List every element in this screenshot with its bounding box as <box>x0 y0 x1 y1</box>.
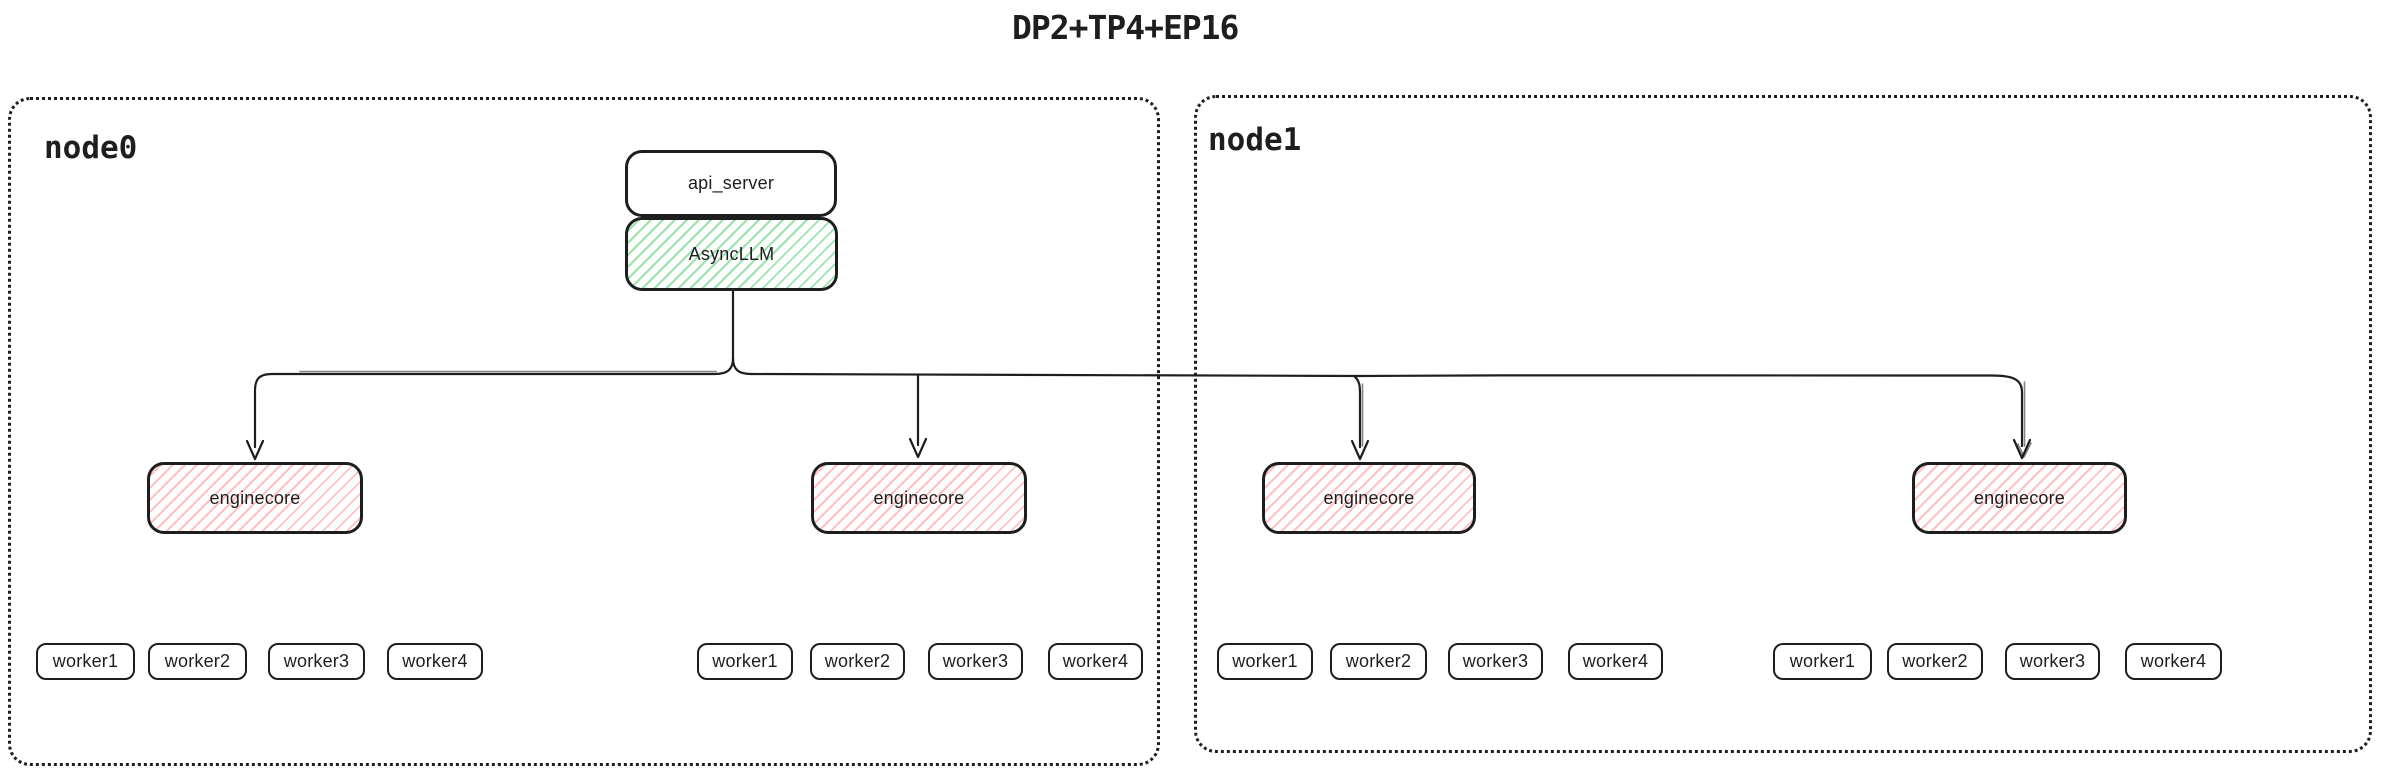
worker-box: worker2 <box>1330 643 1427 680</box>
worker-box: worker4 <box>1568 643 1663 680</box>
worker-box: worker4 <box>2125 643 2222 680</box>
worker-box: worker3 <box>928 643 1023 680</box>
worker-box: worker2 <box>1887 643 1983 680</box>
node1-label: node1 <box>1208 122 1302 158</box>
worker-box: worker3 <box>2005 643 2100 680</box>
enginecore-box-3: enginecore <box>1262 462 1476 534</box>
asyncllm-box: AsyncLLM <box>625 217 838 291</box>
enginecore-box-1: enginecore <box>147 462 363 534</box>
worker-box: worker4 <box>387 643 483 680</box>
worker-box: worker1 <box>697 643 793 680</box>
worker-box: worker4 <box>1048 643 1143 680</box>
worker-box: worker1 <box>1773 643 1872 680</box>
worker-box: worker3 <box>1448 643 1543 680</box>
enginecore-box-2: enginecore <box>811 462 1027 534</box>
worker-box: worker3 <box>268 643 365 680</box>
node0-label: node0 <box>44 130 138 166</box>
worker-box: worker1 <box>36 643 135 680</box>
node1-container <box>1194 95 2372 753</box>
node0-container <box>8 97 1160 766</box>
worker-box: worker2 <box>810 643 905 680</box>
api-server-box: api_server <box>625 150 837 217</box>
worker-box: worker1 <box>1217 643 1313 680</box>
worker-box: worker2 <box>148 643 247 680</box>
enginecore-box-4: enginecore <box>1912 462 2127 534</box>
diagram-title: DP2+TP4+EP16 <box>1012 8 1239 47</box>
